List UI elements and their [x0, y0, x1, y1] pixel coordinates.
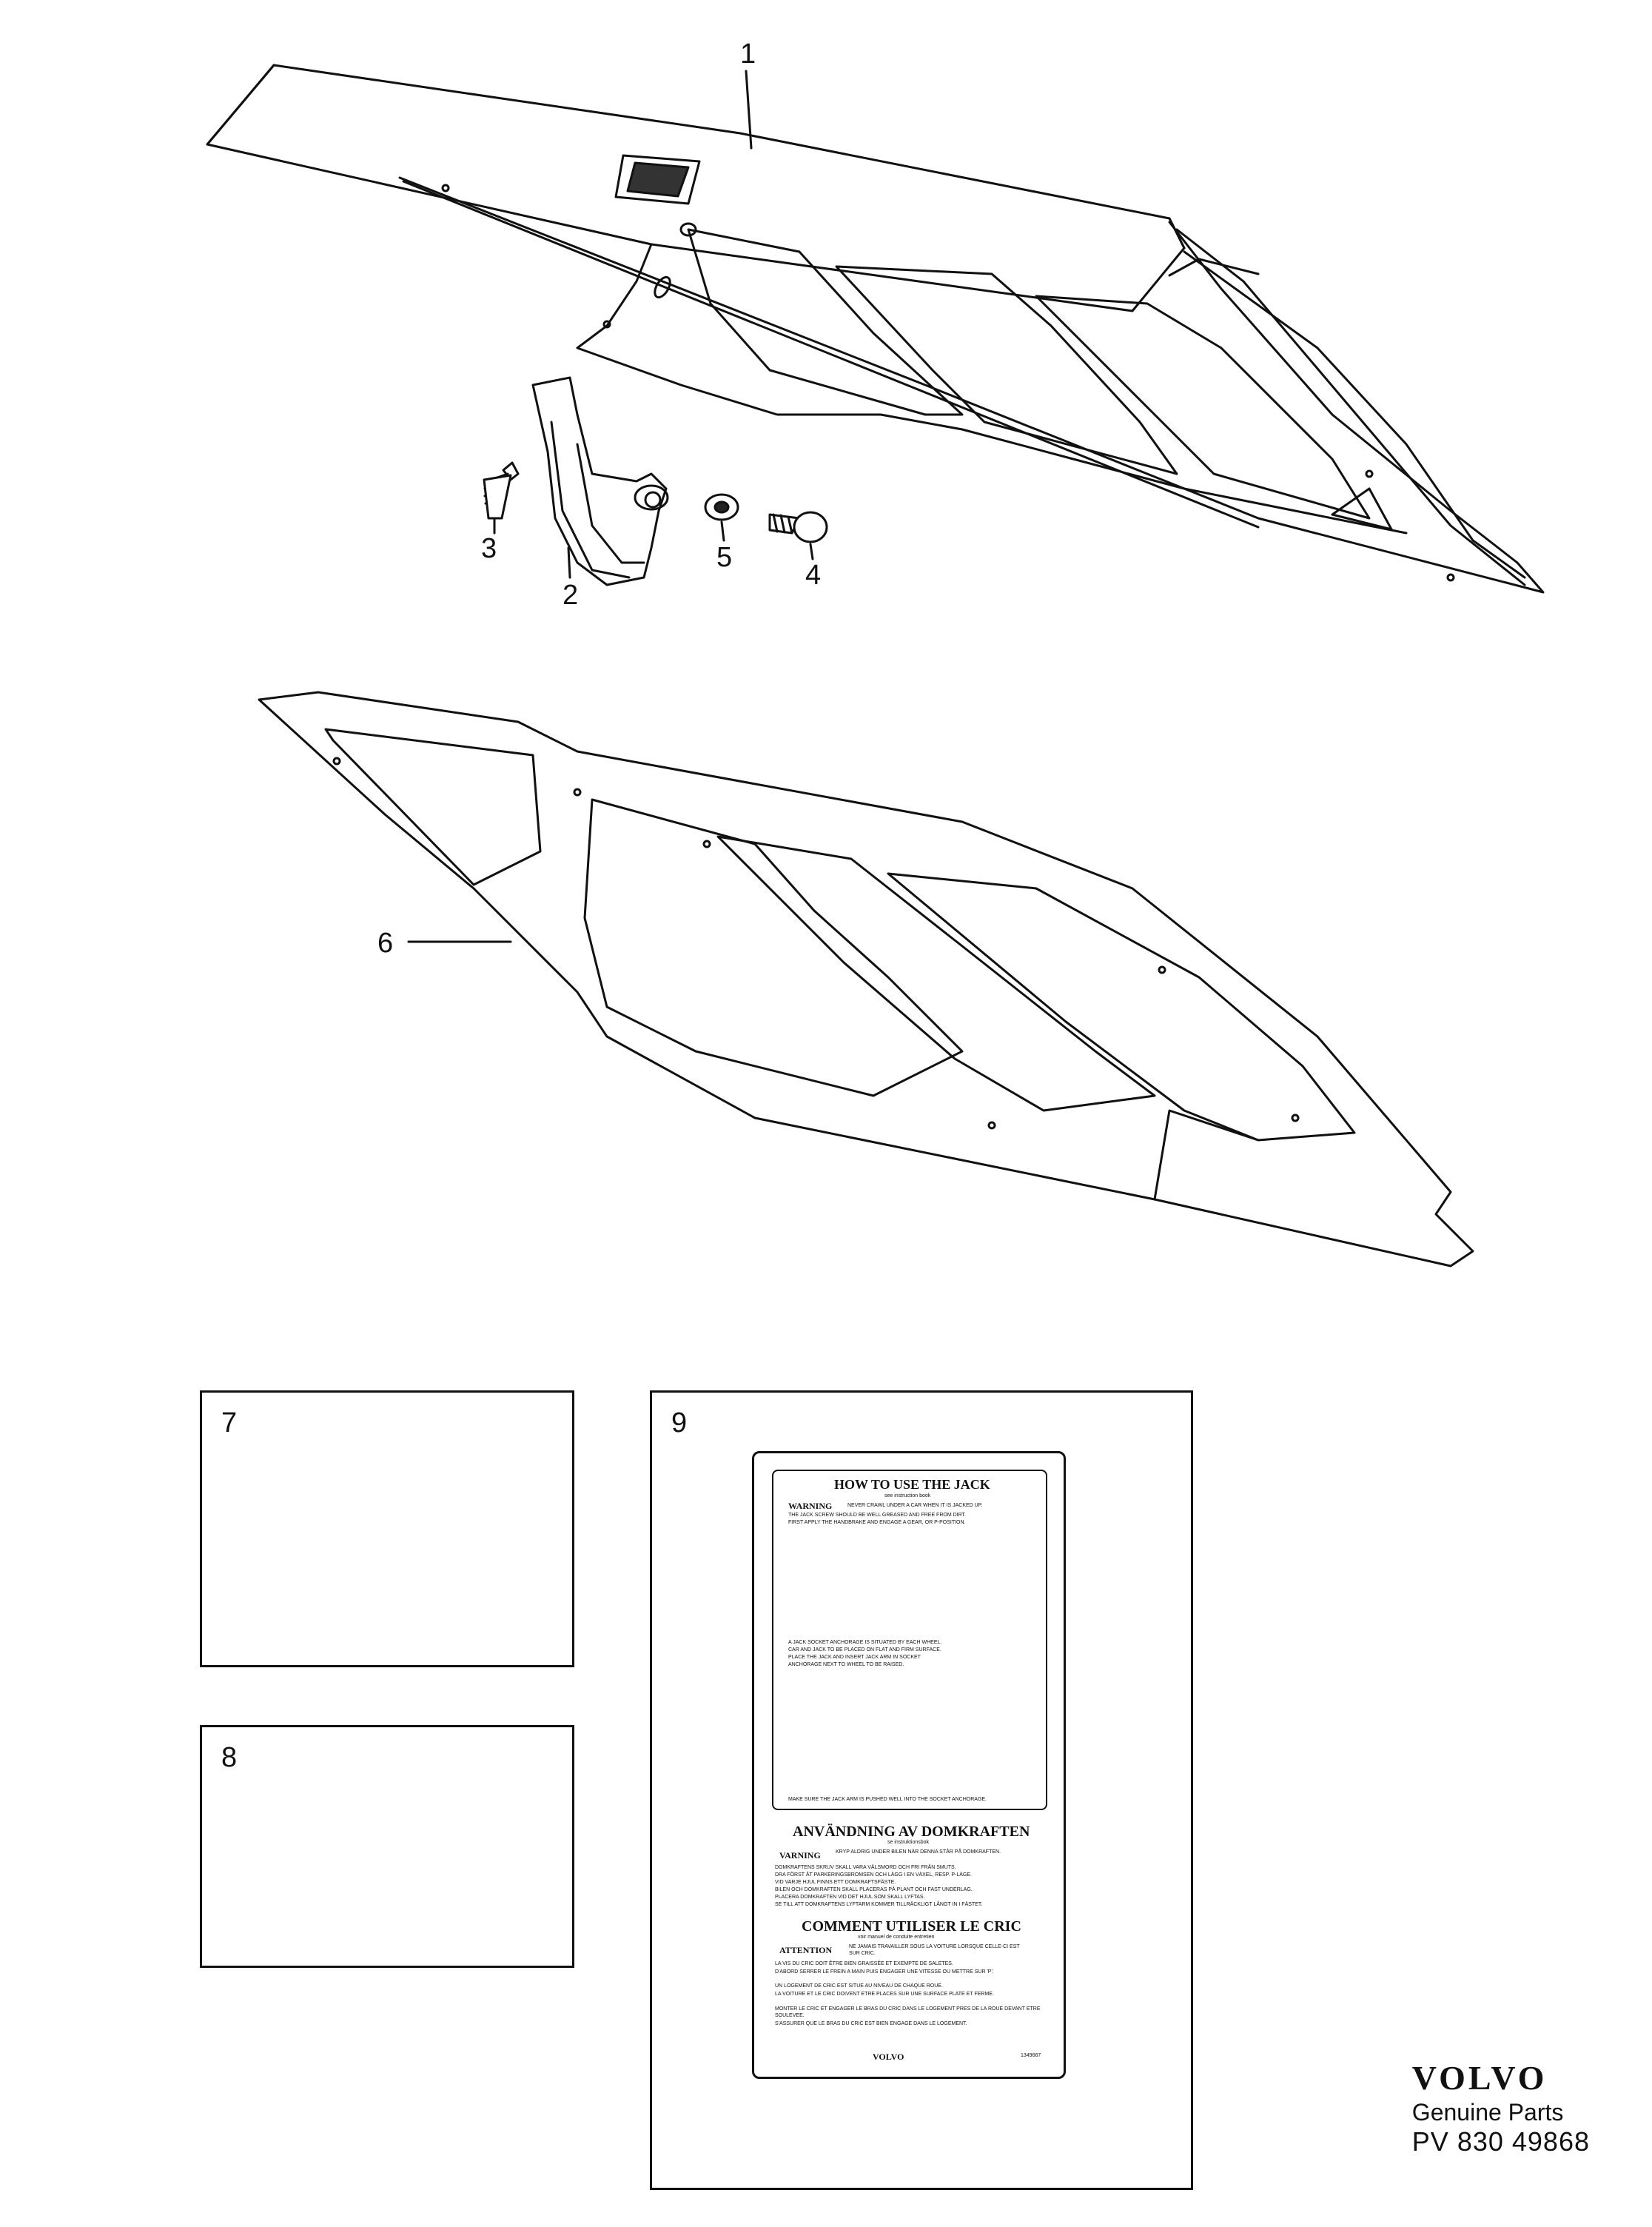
- screw-3: [483, 461, 520, 520]
- callout-4: 4: [805, 560, 822, 591]
- callout-2: 2: [563, 580, 579, 611]
- part-8-box: 8: [200, 1725, 574, 1968]
- label-footer-brand: VOLVO: [873, 2052, 904, 2062]
- label-sub-fr: voir manuel de conduite entretien: [858, 1935, 935, 1940]
- label-en-line: CAR AND JACK TO BE PLACED ON FLAT AND FI…: [788, 1647, 941, 1652]
- label-title-fr: COMMENT UTILISER LE CRIC: [802, 1918, 1021, 1935]
- label-fr-line: UN LOGEMENT DE CRIC EST SITUE AU NIVEAU …: [775, 1983, 943, 1989]
- label-fr-line: LA VIS DU CRIC DOIT ÊTRE BIEN GRAISSÉE E…: [775, 1961, 953, 1966]
- volvo-logo: VOLVO: [1411, 2059, 1548, 2097]
- callout-7: 7: [221, 1407, 238, 1439]
- trunk-lid-panel: [206, 64, 1545, 594]
- label-varning-word: VARNING: [779, 1850, 821, 1861]
- label-en-line: A JACK SOCKET ANCHORAGE IS SITUATED BY E…: [788, 1640, 942, 1645]
- label-attention-word: ATTENTION: [779, 1945, 833, 1955]
- label-sv-line: VID VARJE HJUL FINNS ETT DOMKRAFTSFÄSTE.: [775, 1880, 896, 1885]
- label-fr-line: LA VOITURE ET LE CRIC DOIVENT ETRE PLACE…: [775, 1992, 994, 1997]
- label-english-section: HOW TO USE THE JACK see instruction book…: [772, 1470, 1047, 1810]
- label-en-line: ANCHORAGE NEXT TO WHEEL TO BE RAISED.: [788, 1662, 904, 1667]
- label-title-sv: ANVÄNDNING AV DOMKRAFTEN: [793, 1824, 1030, 1840]
- callout-6: 6: [377, 928, 394, 959]
- label-fr-line: MONTER LE CRIC ET ENGAGER LE BRAS DU CRI…: [775, 2006, 1041, 2018]
- bolt-4: [768, 511, 828, 543]
- label-sv-line: BILEN OCH DOMKRAFTEN SKALL PLACERAS PÅ P…: [775, 1887, 973, 1892]
- label-en-line: PLACE THE JACK AND INSERT JACK ARM IN SO…: [788, 1655, 921, 1660]
- label-fr-line: S'ASSURER QUE LE BRAS DU CRIC EST BIEN E…: [775, 2021, 967, 2026]
- label-warning-text: NEVER CRAWL UNDER A CAR WHEN IT IS JACKE…: [847, 1503, 983, 1508]
- part-7-box: 7: [200, 1390, 574, 1667]
- label-en-line: MAKE SURE THE JACK ARM IS PUSHED WELL IN…: [788, 1797, 987, 1802]
- trim-panel: [258, 691, 1474, 1267]
- label-title-en: HOW TO USE THE JACK: [834, 1477, 990, 1492]
- callout-3: 3: [481, 533, 497, 564]
- label-sv-line: SE TILL ATT DOMKRAFTENS LYFTARM KOMMER T…: [775, 1902, 983, 1907]
- callout-9: 9: [671, 1407, 688, 1439]
- callout-1: 1: [740, 38, 756, 70]
- washer-5: [704, 493, 739, 521]
- label-footer-code: 1349667: [1021, 2053, 1041, 2058]
- volvo-brand-block: VOLVO Genuine Parts PV 830 49868: [1412, 2058, 1590, 2157]
- label-sub-sv: se instruktionsbok: [887, 1840, 930, 1845]
- label-warning-word: WARNING: [788, 1501, 833, 1511]
- label-sv-line: DOMKRAFTENS SKRUV SKALL VARA VÄLSMORD OC…: [775, 1865, 956, 1870]
- callout-5: 5: [716, 542, 733, 573]
- label-fr-line: D'ABORD SERRER LE FREIN A MAIN PUIS ENGA…: [775, 1969, 994, 1975]
- label-sv-line: DRA FÖRST ÅT PARKERINGSBROMSEN OCH LÄGG …: [775, 1872, 972, 1878]
- callout-8: 8: [221, 1742, 238, 1773]
- brand-code: PV 830 49868: [1411, 2126, 1590, 2157]
- label-sub-en: see instruction book: [884, 1493, 931, 1498]
- jack-instruction-label: HOW TO USE THE JACK see instruction book…: [752, 1451, 1066, 2079]
- label-varning-text: KRYP ALDRIG UNDER BILEN NÄR DENNA STÅR P…: [836, 1849, 1001, 1855]
- brand-subtitle: Genuine Parts: [1411, 2099, 1564, 2126]
- label-sv-line: PLACERA DOMKRAFTEN VID DET HJUL SOM SKAL…: [775, 1895, 925, 1900]
- hook-bracket: [531, 376, 669, 586]
- label-en-line: THE JACK SCREW SHOULD BE WELL GREASED AN…: [788, 1513, 966, 1518]
- label-attention-text: NE JAMAIS TRAVAILLER SOUS LA VOITURE LOR…: [849, 1944, 1020, 1956]
- label-en-line: FIRST APPLY THE HANDBRAKE AND ENGAGE A G…: [788, 1520, 966, 1525]
